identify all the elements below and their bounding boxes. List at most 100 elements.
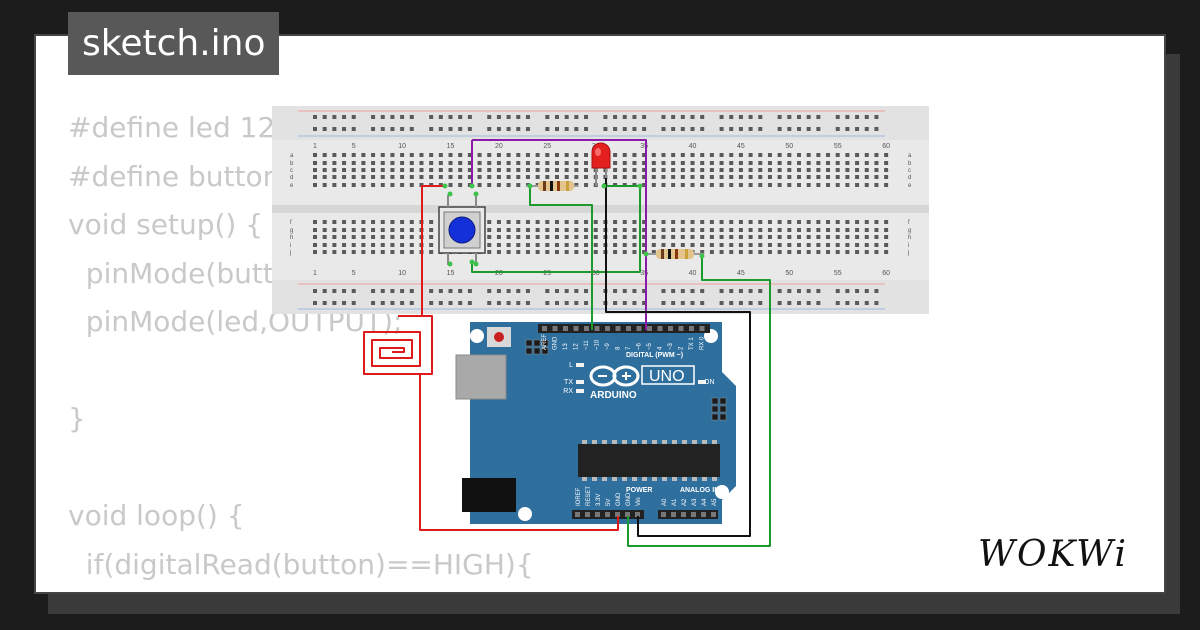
breadboard-hole [535,161,540,165]
breadboard-hole [622,220,627,224]
digital-pin-label: ~5 [647,342,653,350]
breadboard-hole [777,289,782,293]
breadboard-hole [661,153,666,157]
wire-black [605,176,751,537]
breadboard-hole [496,220,501,224]
breadboard-hole [535,228,540,232]
breadboard-hole [361,168,366,172]
breadboard-hole [438,115,443,119]
breadboard-hole [855,161,860,165]
breadboard-hole [874,220,879,224]
breadboard-hole [729,228,734,232]
breadboard-hole [864,127,869,131]
header-pin [689,326,694,331]
breadboard-hole [690,220,695,224]
breadboard-hole [574,235,579,239]
breadboard-hole [584,175,589,179]
breadboard-hole [584,183,589,187]
breadboard-hole [835,228,840,232]
breadboard-hole [584,220,589,224]
breadboard-hole [835,168,840,172]
breadboard-hole [758,153,763,157]
breadboard-hole [496,289,501,293]
header-pin [647,326,652,331]
breadboard-hole [400,235,405,239]
header-pin [657,326,663,331]
breadboard-hole [680,168,685,172]
breadboard-hole [525,220,530,224]
row-letter: b [290,161,294,167]
row-letter: g [908,228,911,234]
breadboard-hole [574,250,579,254]
breadboard-hole [516,235,521,239]
breadboard-hole [419,183,424,187]
breadboard-hole [409,161,414,165]
breadboard-hole [332,127,337,131]
breadboard-hole [429,250,434,254]
breadboard-hole [555,115,559,119]
breadboard-hole [545,235,550,239]
breadboard-hole [767,153,772,157]
breadboard-hole [758,183,763,187]
column-number: 5 [352,143,356,150]
push-button[interactable] [438,195,486,265]
breadboard-hole [642,250,647,254]
breadboard-hole [797,168,801,172]
breadboard-hole [632,228,637,232]
breadboard-hole [564,220,569,224]
breadboard-hole [797,301,801,305]
breadboard-hole [690,127,695,131]
breadboard-hole [787,243,792,247]
breadboard-hole [516,289,521,293]
breadboard-hole [313,243,317,247]
breadboard-hole [826,153,831,157]
breadboard-hole [874,250,879,254]
breadboard-hole [593,235,598,239]
usb-connector [455,354,507,400]
breadboard-hole [593,243,598,247]
digital-pin-label: ~10 [595,339,601,350]
breadboard-hole [661,175,666,179]
breadboard-hole [855,235,860,239]
column-number: 1 [313,143,317,150]
column-number: 60 [882,270,890,277]
breadboard-hole [351,250,356,254]
breadboard-hole [642,153,647,157]
reset-button[interactable] [494,332,504,342]
header-pin [594,326,600,331]
breadboard-hole [506,289,511,293]
header-pin [595,512,600,517]
breadboard-hole [361,243,366,247]
row-letter: a [290,153,294,159]
breadboard-hole [390,228,395,232]
breadboard-hole [419,161,424,165]
breadboard-hole [448,161,453,165]
header-pin [671,512,676,517]
breadboard-hole [748,175,753,179]
breadboard-hole [332,161,337,165]
breadboard-hole [864,153,869,157]
board-led-label: L [569,362,573,369]
digital-header-label: DIGITAL (PWM ~) [626,352,683,359]
breadboard-hole [332,153,337,157]
breadboard-hole [438,161,443,165]
icsp-pin [711,413,719,421]
breadboard-hole [332,243,337,247]
breadboard-hole [477,168,482,172]
power-pin-label: RESET [586,486,592,506]
breadboard-labels: 1155101015152020252530303535404045455050… [289,143,912,277]
breadboard-hole [322,228,327,232]
breadboard-hole [506,243,511,247]
push-button-cap[interactable] [448,216,476,244]
breadboard-hole [874,301,879,305]
breadboard-hole [758,161,763,165]
row-letter: h [290,235,293,241]
analog-header-label: ANALOG IN [680,487,719,494]
file-tab[interactable]: sketch.ino [68,12,280,75]
breadboard-hole [777,250,782,254]
wire-green-pin12 [529,186,593,330]
breadboard-hole [729,183,734,187]
breadboard-hole [506,235,511,239]
breadboard-hole [816,183,821,187]
